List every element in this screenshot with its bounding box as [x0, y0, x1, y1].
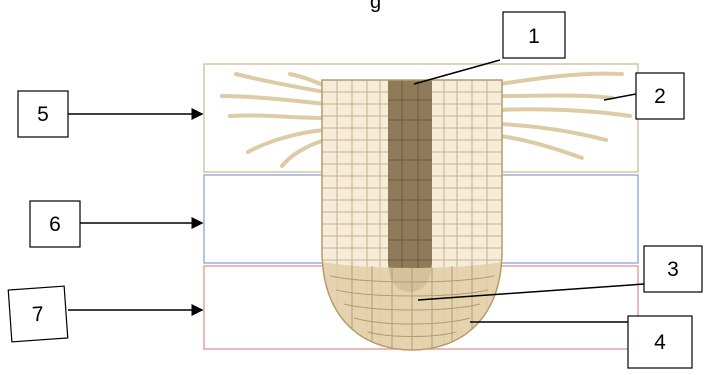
label-box-2: 2 [636, 73, 684, 119]
root-body [322, 80, 502, 352]
label-3: 3 [667, 258, 679, 281]
label-box-3: 3 [644, 246, 702, 292]
label-box-7: 7 [8, 286, 67, 342]
label-box-5: 5 [18, 91, 68, 137]
label-box-6: 6 [30, 201, 80, 247]
label-2: 2 [654, 85, 666, 108]
label-5: 5 [37, 103, 49, 126]
label-7: 7 [31, 303, 44, 327]
label-box-4: 4 [628, 316, 692, 368]
label-box-1: 1 [503, 12, 565, 58]
label-6: 6 [49, 213, 61, 236]
label-1: 1 [528, 25, 540, 48]
label-4: 4 [654, 331, 666, 354]
title-fragment: g [370, 0, 381, 13]
